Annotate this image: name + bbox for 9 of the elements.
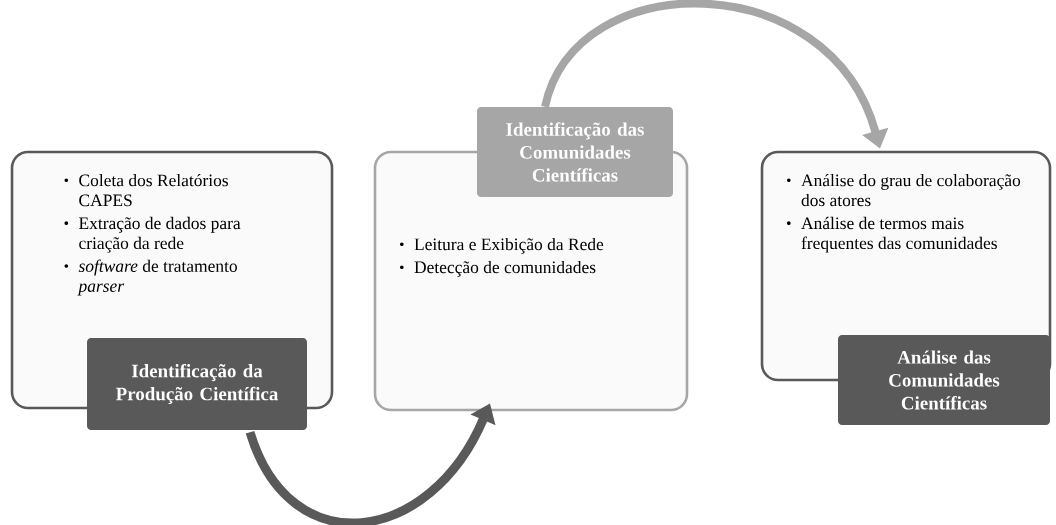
- bullet-item: Análise de termos mais frequentes das comunidades: [787, 216, 997, 253]
- title-tab: Identificação das Comunidades Científicas: [477, 107, 673, 197]
- bullet-item: Análise do grau de colaboração dos atores: [787, 174, 1021, 207]
- title-tab: Identificação da Produção Científica: [87, 338, 307, 430]
- bullet-item: software de tratamento parser: [64, 259, 237, 296]
- bullet-item: Coleta dos Relatórios CAPES: [64, 174, 228, 207]
- bullet-item: Detecção de comunidades: [400, 260, 596, 277]
- title-tab: Análise das Comunidades Científicas: [838, 335, 1050, 425]
- bullet-item: Leitura e Exibição da Rede: [400, 238, 604, 254]
